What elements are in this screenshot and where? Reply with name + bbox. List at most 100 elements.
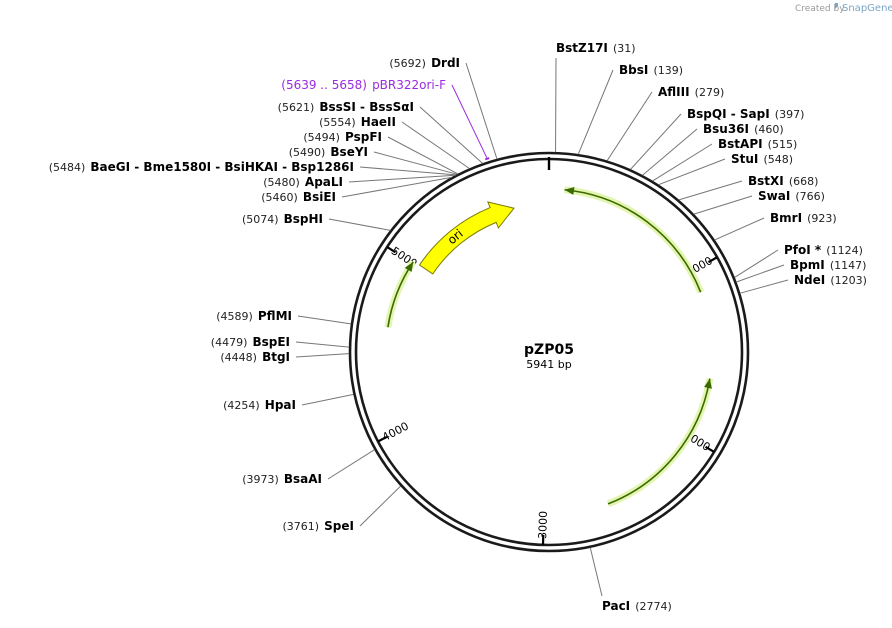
site-label-swai[interactable]: SwaI (766) (758, 185, 825, 204)
site-position-bsaai: (3973) (242, 473, 279, 486)
orf-3-halo (384, 259, 417, 328)
site-position-stui: (548) (763, 153, 793, 166)
site-name-paci: PacI (602, 599, 630, 613)
leader-bpmi (736, 264, 785, 283)
leader-bsssi-bsssai (419, 106, 483, 164)
site-label-pbr322ori-f[interactable]: (5639 .. 5658) pBR322ori-F (281, 74, 446, 93)
leader-swai (693, 195, 753, 215)
site-label-bmri[interactable]: BmrI (923) (770, 207, 837, 226)
leader-paci (589, 547, 603, 597)
site-label-stui[interactable]: StuI (548) (731, 148, 793, 167)
orf-2-arc (607, 378, 711, 505)
site-position-spei: (3761) (282, 520, 319, 533)
leader-stui (658, 158, 726, 186)
site-position-bseyi: (5490) (289, 146, 326, 159)
site-name-pflmi: PflMI (258, 309, 292, 323)
plasmid-name: pZP05 (524, 342, 574, 358)
site-name-bmri: BmrI (770, 211, 802, 225)
scale-tick-label-4000: 4000 (380, 420, 411, 444)
site-position-paci: (2774) (635, 600, 672, 613)
site-position-bsssi-bsssai: (5621) (278, 101, 315, 114)
orf-2-arrowhead (704, 378, 712, 389)
site-position-bsphi: (5074) (242, 213, 279, 226)
leader-bstxi (678, 180, 743, 201)
site-labels: (5692) DrdI(5639 .. 5658) pBR322ori-F(56… (49, 37, 867, 614)
site-name-bsphi: BspHI (284, 212, 323, 226)
site-label-bspqi-sapi[interactable]: BspQI - SapI (397) (687, 103, 804, 122)
leader-aflii (606, 91, 653, 161)
site-name-bstxi: BstXI (748, 174, 784, 188)
site-name-bbsi: BbsI (619, 63, 648, 77)
leader-baegi-group (359, 166, 457, 176)
site-label-bpmi[interactable]: BpmI (1147) (790, 254, 866, 273)
leader-bbsi (577, 69, 614, 155)
site-name-bstz17i: BstZ17I (556, 41, 608, 55)
feature-ori-arrow (418, 201, 515, 275)
snapgene-logo-icon (835, 3, 838, 9)
site-name-bspqi-sapi: BspQI - SapI (687, 107, 770, 121)
site-name-bsssi-bsssai: BssSI - BssSαI (319, 100, 414, 114)
site-label-btgi[interactable]: (4448) BtgI (220, 346, 290, 365)
scale-tick-1000 (707, 256, 718, 264)
site-name-bsiei: BsiEI (303, 190, 336, 204)
orf-arrows (384, 186, 714, 508)
site-label-bseyi[interactable]: (5490) BseYI (289, 141, 368, 160)
site-position-bmri: (923) (807, 212, 837, 225)
site-position-bsiei: (5460) (261, 191, 298, 204)
site-label-bsiei[interactable]: (5460) BsiEI (261, 186, 336, 205)
site-label-ndei[interactable]: NdeI (1203) (794, 269, 867, 288)
site-label-bsaai[interactable]: (3973) BsaAI (242, 468, 322, 487)
site-position-swai: (766) (795, 190, 825, 203)
leader-bspqi-sapi (630, 113, 682, 170)
site-position-bsu36i: (460) (754, 123, 784, 136)
site-label-drdi[interactable]: (5692) DrdI (389, 52, 460, 71)
site-label-pspfi[interactable]: (5494) PspFI (303, 126, 382, 145)
site-label-pflmi[interactable]: (4589) PflMI (216, 305, 292, 324)
site-name-bseyi: BseYI (330, 145, 368, 159)
leader-pspfi (387, 136, 459, 175)
site-name-stui: StuI (731, 152, 758, 166)
site-label-bstapi[interactable]: BstAPI (515) (718, 133, 797, 152)
site-name-bsu36i: Bsu36I (703, 122, 749, 136)
site-label-haeii[interactable]: (5554) HaeII (319, 111, 396, 130)
site-position-pspfi: (5494) (303, 131, 340, 144)
leader-hpai (301, 393, 354, 406)
site-name-bspei: BspEI (252, 335, 290, 349)
site-label-bbsi[interactable]: BbsI (139) (619, 59, 683, 78)
site-name-drdi: DrdI (431, 56, 460, 70)
site-label-paci[interactable]: PacI (2774) (602, 595, 672, 614)
orf-1-arrowhead (564, 186, 575, 195)
site-label-bsphi[interactable]: (5074) BspHI (242, 208, 323, 227)
site-label-baegi-group[interactable]: (5484) BaeGI - Bme1580I - BsiHKAI - Bsp1… (49, 156, 354, 175)
site-label-bsssi-bsssai[interactable]: (5621) BssSI - BssSαI (278, 96, 414, 115)
site-name-baegi-group: BaeGI - Bme1580I - BsiHKAI - Bsp1286I (90, 160, 354, 174)
leader-bsiei (341, 176, 452, 198)
site-label-bspei[interactable]: (4479) BspEI (211, 331, 290, 350)
site-label-spei[interactable]: (3761) SpeI (282, 515, 354, 534)
site-label-pfoi[interactable]: PfoI * (1124) (784, 239, 863, 258)
site-label-apali[interactable]: (5480) ApaLI (263, 171, 343, 190)
site-label-aflii[interactable]: AflIII (279) (658, 81, 724, 100)
site-name-pfoi: PfoI * (784, 243, 822, 257)
leader-bstapi (652, 143, 713, 182)
site-name-spei: SpeI (324, 519, 354, 533)
site-position-bpmi: (1147) (830, 259, 867, 272)
leader-bsu36i (642, 128, 698, 176)
site-position-bbsi: (139) (653, 64, 683, 77)
site-position-pbr322ori-f: (5639 .. 5658) (281, 78, 367, 92)
site-name-bpmi: BpmI (790, 258, 825, 272)
leader-bspei (295, 341, 350, 348)
site-label-hpai[interactable]: (4254) HpaI (223, 394, 296, 413)
site-name-aflii: AflIII (658, 85, 690, 99)
leader-btgi (295, 353, 350, 358)
site-label-bstz17i[interactable]: BstZ17I (31) (556, 37, 636, 56)
site-position-aflii: (279) (695, 86, 725, 99)
site-label-bsu36i[interactable]: Bsu36I (460) (703, 118, 784, 137)
leader-bmri (714, 217, 765, 241)
site-label-bstxi[interactable]: BstXI (668) (748, 170, 818, 189)
site-position-pflmi: (4589) (216, 310, 253, 323)
scale-tick-label-3000: 3000 (536, 511, 550, 539)
orf-1-halo (564, 186, 704, 294)
site-name-haeii: HaeII (361, 115, 396, 129)
